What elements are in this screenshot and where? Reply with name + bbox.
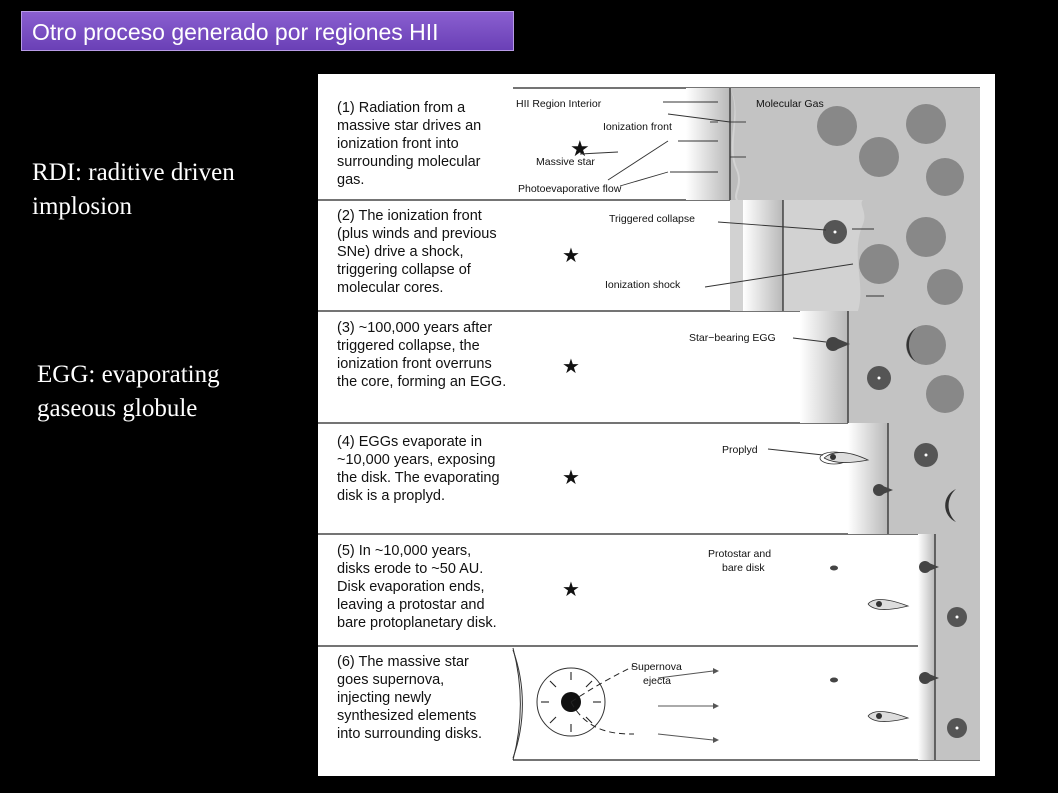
label-triggered-collapse: Triggered collapse <box>609 213 695 225</box>
caption-panel-3: (3) ~100,000 years after triggered colla… <box>337 320 506 390</box>
label-photoevaporative-flow: Photoevaporative flow <box>518 183 622 195</box>
label-massive-star: Massive star <box>536 156 595 168</box>
label-protostar-bare-disk-line1: Protostar and <box>708 548 771 560</box>
panel-4-graphic: ★ <box>562 423 980 534</box>
caption-panel-2: (2) The ionization front (plus winds and… <box>337 208 501 296</box>
rdi-definition: RDI: raditive driven implosion <box>32 159 235 220</box>
massive-star-icon: ★ <box>562 579 580 601</box>
label-protostar-bare-disk-line2: bare disk <box>722 562 765 574</box>
panel-captions: (1) Radiation from a massive star drives… <box>337 100 506 742</box>
massive-star-icon: ★ <box>562 467 580 489</box>
panel-2-graphic: ★ <box>562 200 980 311</box>
massive-star-icon: ★ <box>562 356 580 378</box>
massive-star-icon: ★ <box>562 245 580 267</box>
panel-6-graphic <box>512 646 980 761</box>
panel-1-graphic: ★ <box>570 88 980 200</box>
massive-star-icon: ★ <box>570 136 590 161</box>
label-ionization-front: Ionization front <box>603 121 672 133</box>
label-supernova-line1: Supernova <box>631 661 682 673</box>
label-proplyd: Proplyd <box>722 444 758 456</box>
hii-triggered-collapse-figure: ★ ★ <box>318 74 995 776</box>
panel-3-graphic: ★ <box>562 311 980 423</box>
label-supernova-line2: ejecta <box>643 675 671 687</box>
caption-panel-4: (4) EGGs evaporate in ~10,000 years, exp… <box>337 434 504 504</box>
caption-panel-5: (5) In ~10,000 years, disks erode to ~50… <box>337 543 497 631</box>
panel-5-graphic: ★ <box>562 534 980 646</box>
label-molecular-gas: Molecular Gas <box>756 98 824 110</box>
slide-title: Otro proceso generado por regiones HII <box>21 11 514 51</box>
caption-panel-6: (6) The massive star goes supernova, inj… <box>337 654 482 742</box>
caption-panel-1: (1) Radiation from a massive star drives… <box>337 100 485 188</box>
label-ionization-shock: Ionization shock <box>605 279 681 291</box>
figure-svg: ★ ★ <box>318 87 980 761</box>
label-hii-region-interior: HII Region Interior <box>516 98 602 110</box>
label-star-bearing-egg: Star−bearing EGG <box>689 332 776 344</box>
egg-definition: EGG: evaporating gaseous globule <box>37 361 220 422</box>
